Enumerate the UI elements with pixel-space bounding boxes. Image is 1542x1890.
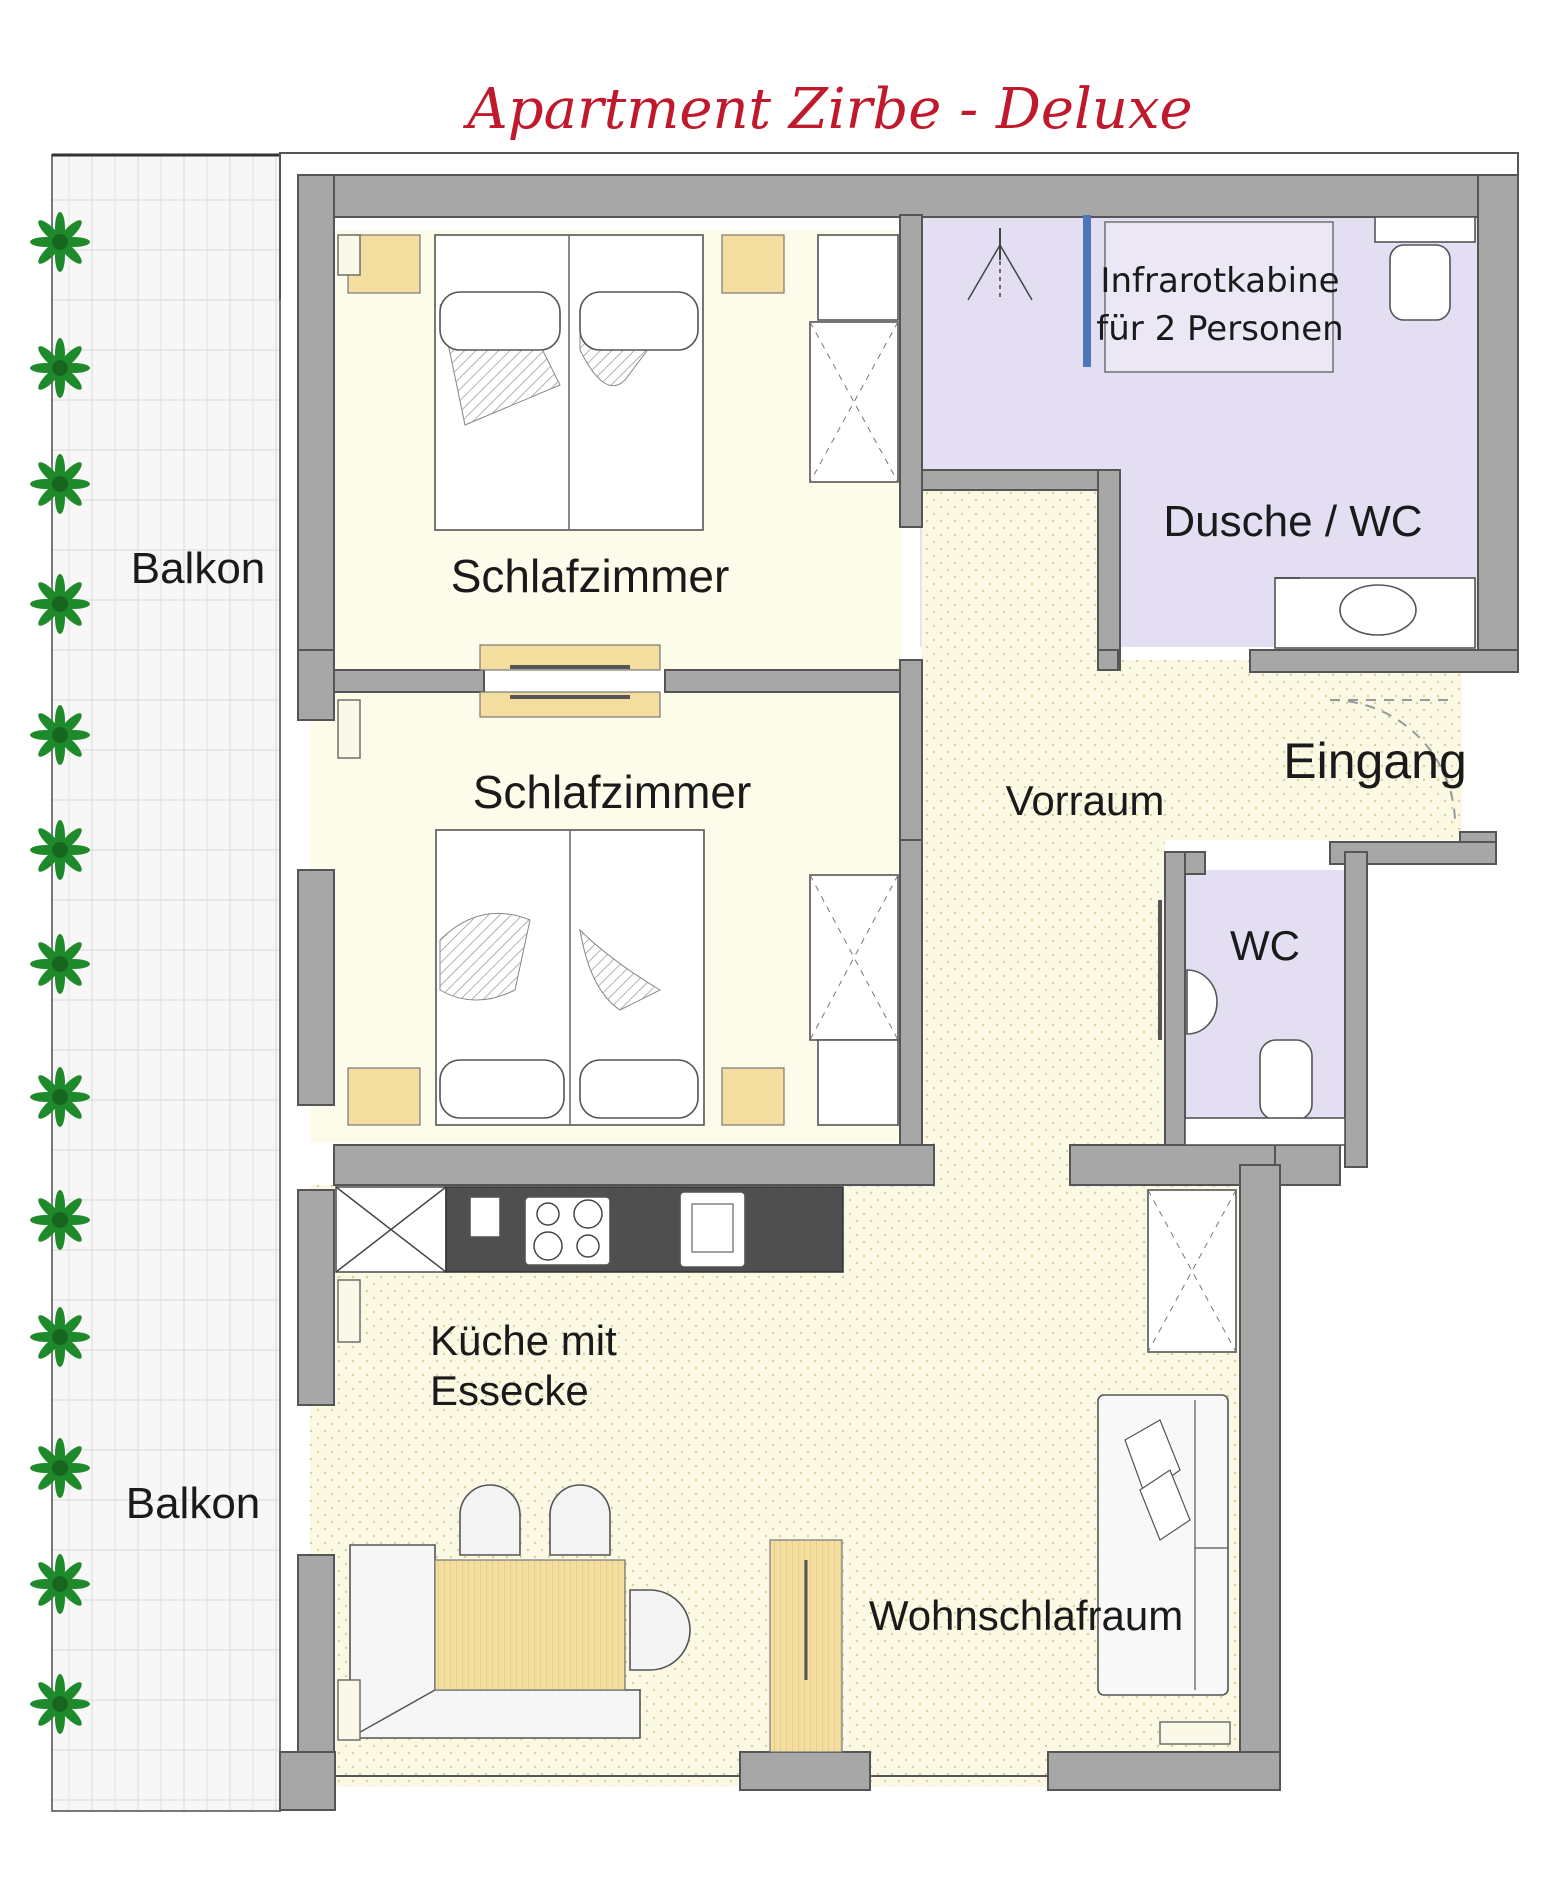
radiator-icon bbox=[337, 1679, 361, 1741]
label-kitchen-1: Küche mit bbox=[430, 1317, 617, 1364]
wardrobe-icon bbox=[809, 874, 899, 1041]
dishwasher-icon bbox=[469, 1196, 501, 1238]
label-bedroom-2: Schlafzimmer bbox=[473, 766, 752, 818]
label-balkon-top: Balkon bbox=[131, 544, 266, 593]
plant-icon bbox=[30, 574, 90, 634]
toilet-icon bbox=[1259, 1039, 1313, 1121]
label-balkon-bottom: Balkon bbox=[126, 1479, 261, 1528]
infrared-cabin bbox=[1104, 221, 1334, 373]
label-shower: Dusche / WC bbox=[1163, 497, 1422, 546]
glass-partition bbox=[1083, 215, 1091, 367]
kitchen-counter bbox=[445, 1186, 844, 1273]
bedroom-2-furniture bbox=[337, 699, 899, 1126]
shower-icon bbox=[967, 228, 1033, 301]
label-kitchen-2: Essecke bbox=[430, 1367, 589, 1414]
plant-icon bbox=[30, 1554, 90, 1614]
wardrobe-icon bbox=[817, 234, 899, 321]
nightstand bbox=[347, 1067, 421, 1126]
plant-icon bbox=[30, 1674, 90, 1734]
sliding-door[interactable] bbox=[479, 644, 661, 718]
radiator-icon bbox=[337, 234, 361, 276]
plant-icon bbox=[30, 1067, 90, 1127]
wardrobe-icon bbox=[1147, 1189, 1237, 1353]
label-infrared-1: Infrarotkabine bbox=[1100, 261, 1339, 301]
door-swing-icon bbox=[1329, 698, 1456, 821]
sink-icon bbox=[1186, 969, 1218, 1035]
wc-fixtures bbox=[1158, 900, 1346, 1146]
toilet-icon bbox=[1389, 244, 1451, 321]
label-entrance: Eingang bbox=[1283, 733, 1467, 789]
plant-icon bbox=[30, 1307, 90, 1367]
kitchen-fixtures bbox=[335, 1186, 1237, 1353]
label-living: Wohnschlafraum bbox=[869, 1592, 1183, 1639]
wardrobe-icon bbox=[809, 321, 899, 483]
room-labels: Balkon Balkon Schlafzimmer Schlafzimmer … bbox=[126, 261, 1467, 1639]
living-area bbox=[769, 1394, 1231, 1753]
bedroom-1-furniture bbox=[337, 234, 899, 531]
wardrobe-icon bbox=[817, 1039, 899, 1126]
radiator-icon bbox=[337, 1279, 361, 1343]
plant-icon bbox=[30, 338, 90, 398]
nightstand bbox=[721, 1067, 785, 1126]
dining-table bbox=[434, 1559, 626, 1691]
label-infrared-2: für 2 Personen bbox=[1096, 309, 1343, 349]
dining-area bbox=[337, 1484, 691, 1741]
sink-icon bbox=[1339, 584, 1417, 636]
radiator-icon bbox=[337, 699, 361, 759]
balcony bbox=[51, 153, 281, 1812]
plant-icon bbox=[30, 934, 90, 994]
plan-title: Apartment Zirbe - Deluxe bbox=[462, 77, 1192, 142]
walls bbox=[279, 174, 1519, 1811]
plant-icon bbox=[30, 1190, 90, 1250]
balcony-plants bbox=[30, 212, 90, 1734]
chair-icon bbox=[629, 1589, 691, 1671]
entrance-door[interactable] bbox=[1329, 698, 1456, 821]
bathroom-fixtures bbox=[967, 215, 1476, 649]
label-hallway: Vorraum bbox=[1006, 777, 1165, 824]
label-wc: WC bbox=[1230, 922, 1300, 969]
plant-icon bbox=[30, 705, 90, 765]
plant-icon bbox=[30, 454, 90, 514]
plant-icon bbox=[30, 1438, 90, 1498]
plant-icon bbox=[30, 820, 90, 880]
label-bedroom-1: Schlafzimmer bbox=[451, 550, 730, 602]
chair-icon bbox=[549, 1484, 611, 1556]
nightstand bbox=[721, 234, 785, 294]
radiator-icon bbox=[1159, 1721, 1231, 1745]
plant-icon bbox=[30, 212, 90, 272]
chair-icon bbox=[459, 1484, 521, 1556]
